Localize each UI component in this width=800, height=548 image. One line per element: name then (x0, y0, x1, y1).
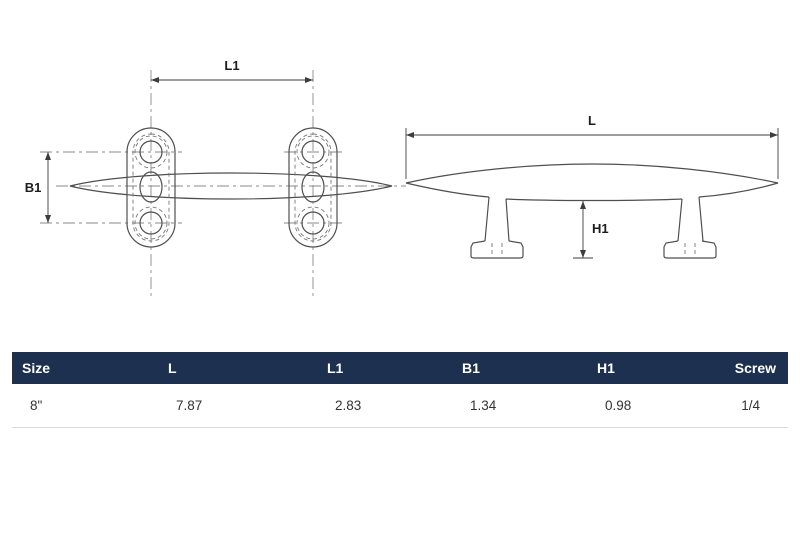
dimension-h1: H1 (573, 201, 609, 259)
header-l: L (158, 352, 317, 384)
cell-screw: 1/4 (722, 384, 788, 428)
b1-label: B1 (25, 180, 42, 195)
header-size: Size (12, 352, 158, 384)
cell-l1: 2.83 (317, 384, 452, 428)
cell-h1: 0.98 (587, 384, 722, 428)
table-row: 8" 7.87 2.83 1.34 0.98 1/4 (12, 384, 788, 428)
horn-side-outline (405, 163, 779, 202)
table-header-row: Size L L1 B1 H1 Screw (12, 352, 788, 384)
header-l1: L1 (317, 352, 452, 384)
header-h1: H1 (587, 352, 722, 384)
horn-plan-outline (69, 172, 393, 200)
centerlines (40, 70, 406, 296)
cell-b1: 1.34 (452, 384, 587, 428)
left-base (126, 127, 176, 248)
dimension-l: L (405, 113, 779, 179)
cell-size: 8" (12, 384, 158, 428)
side-view: L H1 (405, 113, 779, 259)
left-leg-foot (470, 196, 524, 259)
header-b1: B1 (452, 352, 587, 384)
spec-table: Size L L1 B1 H1 Screw 8" 7.87 2.83 1.34 … (12, 352, 788, 428)
l1-label: L1 (224, 58, 239, 73)
cell-l: 7.87 (158, 384, 317, 428)
h1-label: H1 (592, 221, 609, 236)
right-base (288, 127, 338, 248)
right-leg-foot (663, 196, 717, 259)
header-screw: Screw (722, 352, 788, 384)
top-view: L1 B1 (25, 58, 406, 296)
l-label: L (588, 113, 596, 128)
technical-drawing: L1 B1 (25, 58, 779, 296)
dimension-b1: B1 (25, 152, 51, 223)
dimension-l1: L1 (151, 58, 313, 83)
